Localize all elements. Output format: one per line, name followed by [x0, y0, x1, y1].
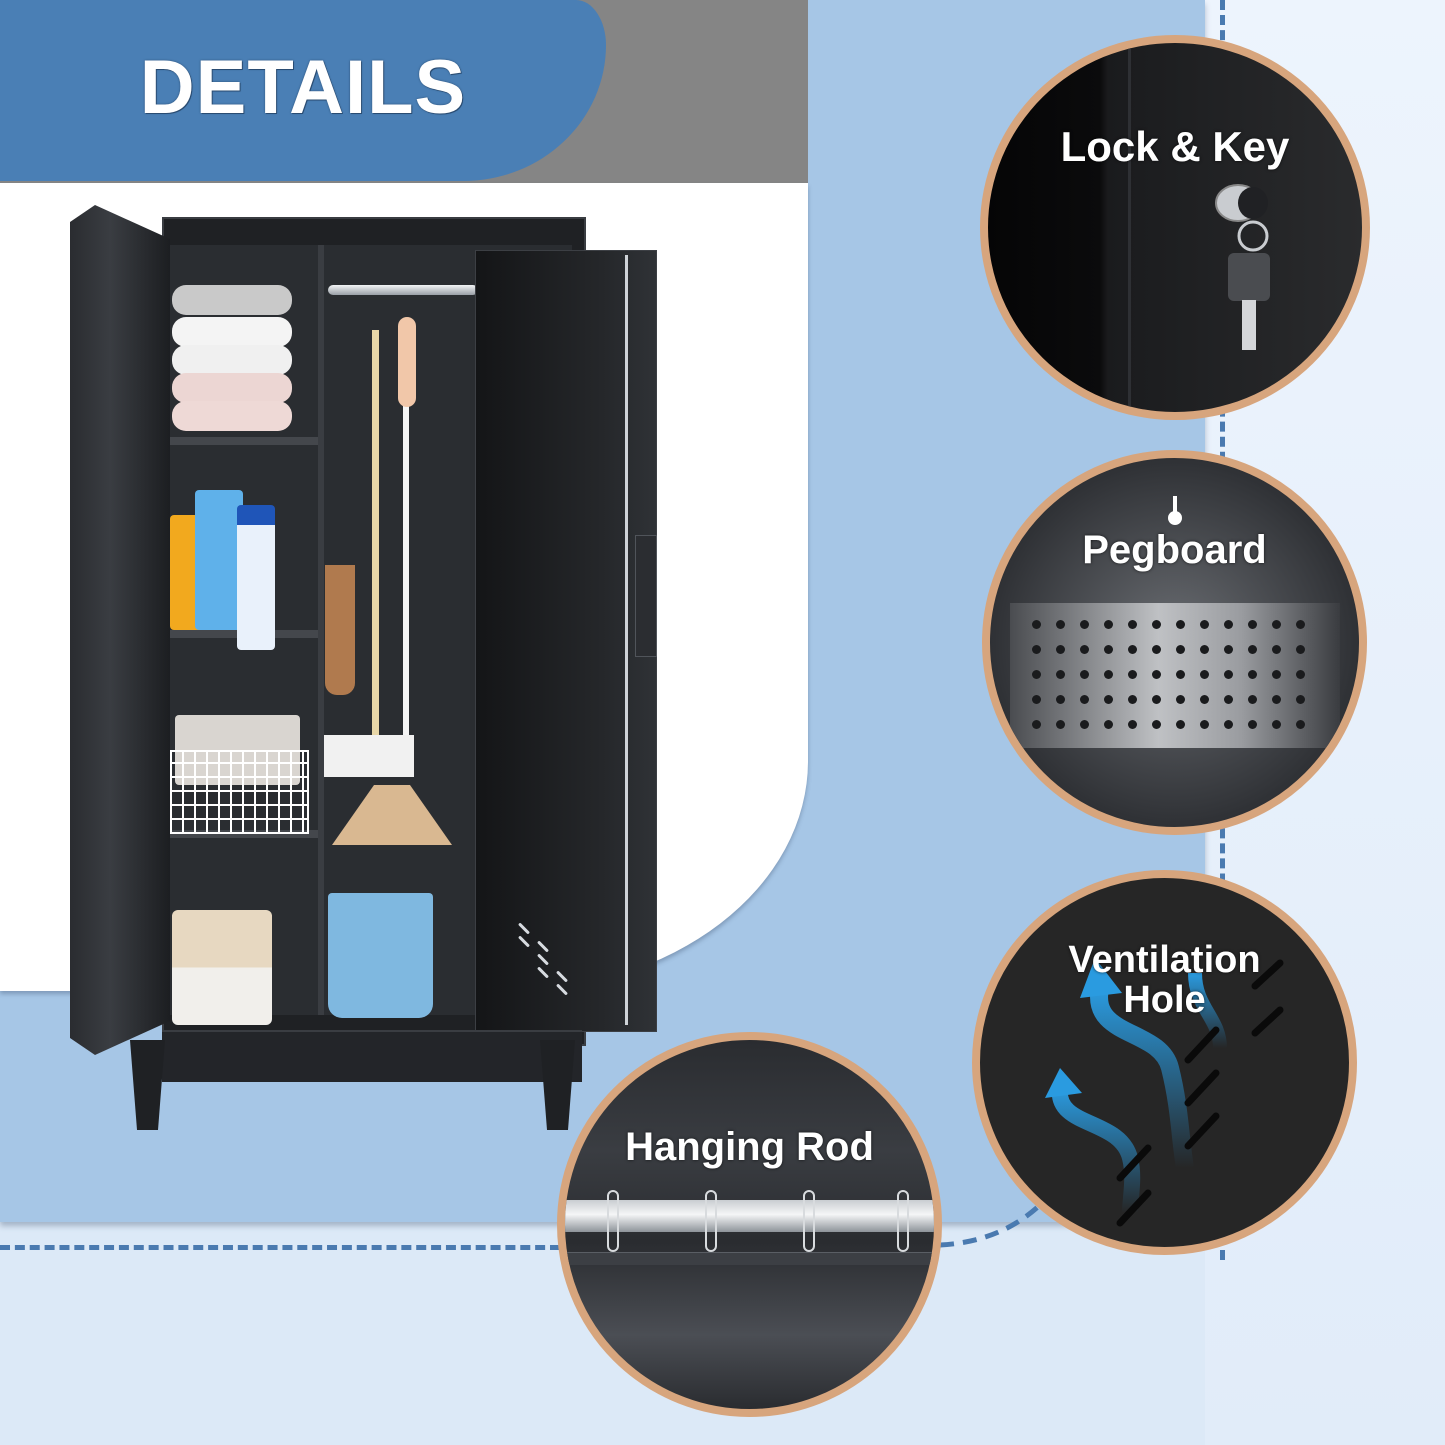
- broom-handle: [372, 330, 379, 760]
- feature-label-hanging-rod: Hanging Rod: [625, 1125, 874, 1169]
- feature-label-pegboard: Pegboard: [1082, 528, 1267, 572]
- cabinet-illustration: [70, 205, 660, 1140]
- towel-white: [172, 317, 292, 347]
- airflow-arrows-icon: [1045, 958, 1284, 1227]
- door-edge-highlight: [625, 255, 628, 1025]
- cabinet-right-door: [475, 250, 657, 1032]
- rod-ring: [803, 1190, 815, 1252]
- cabinet-leg: [540, 1040, 575, 1130]
- rod-ring: [705, 1190, 717, 1252]
- woven-basket: [172, 910, 272, 1025]
- rod-ring: [607, 1190, 619, 1252]
- mop-handle: [403, 320, 409, 760]
- rod-ring: [897, 1190, 909, 1252]
- bucket: [328, 893, 433, 1018]
- towel-pink: [172, 373, 292, 403]
- page-title: DETAILS: [139, 45, 467, 130]
- feature-label-ventilation-hole: Ventilation Hole: [980, 940, 1349, 1020]
- cabinet-base: [162, 1030, 582, 1082]
- shelf: [170, 437, 318, 445]
- horizontal-dashed-line: [0, 1245, 560, 1250]
- feature-lock-key: Lock & Key: [980, 35, 1370, 420]
- detergent-bottle-white: [237, 505, 275, 650]
- curved-dashed-line: [940, 1203, 1042, 1248]
- rod-rings-icon: [565, 1200, 934, 1232]
- title-tab: [0, 0, 606, 181]
- feature-label-line2: Hole: [1123, 979, 1206, 1021]
- feature-hanging-rod: Hanging Rod: [557, 1032, 942, 1417]
- lock-key-icon: [1215, 184, 1270, 350]
- wire-basket: [170, 750, 309, 834]
- whisk-broom: [325, 565, 355, 695]
- broom-head: [324, 735, 414, 777]
- towel-white: [172, 345, 292, 375]
- towel-gray: [172, 285, 292, 315]
- cabinet-leg: [130, 1040, 165, 1130]
- feature-label-line1: Ventilation: [1068, 939, 1261, 981]
- rod-bracket-rail: [565, 1252, 934, 1265]
- feature-ventilation-hole: Ventilation Hole: [972, 870, 1357, 1255]
- keyhole-hanger-icon: [1168, 496, 1182, 525]
- detergent-bottle-blue: [195, 490, 243, 630]
- hanging-rod: [328, 285, 478, 295]
- door-seam: [1128, 43, 1131, 412]
- cabinet-divider: [318, 245, 324, 1015]
- door-lock-plate: [635, 535, 657, 657]
- pegboard-panel: [1010, 603, 1340, 748]
- mop-handle-grip: [398, 317, 416, 407]
- feature-label-lock-key: Lock & Key: [1060, 123, 1290, 170]
- shelf: [170, 830, 318, 838]
- cabinet-left-door: [70, 205, 170, 1055]
- feature-pegboard: Pegboard: [982, 450, 1367, 835]
- towel-pink: [172, 401, 292, 431]
